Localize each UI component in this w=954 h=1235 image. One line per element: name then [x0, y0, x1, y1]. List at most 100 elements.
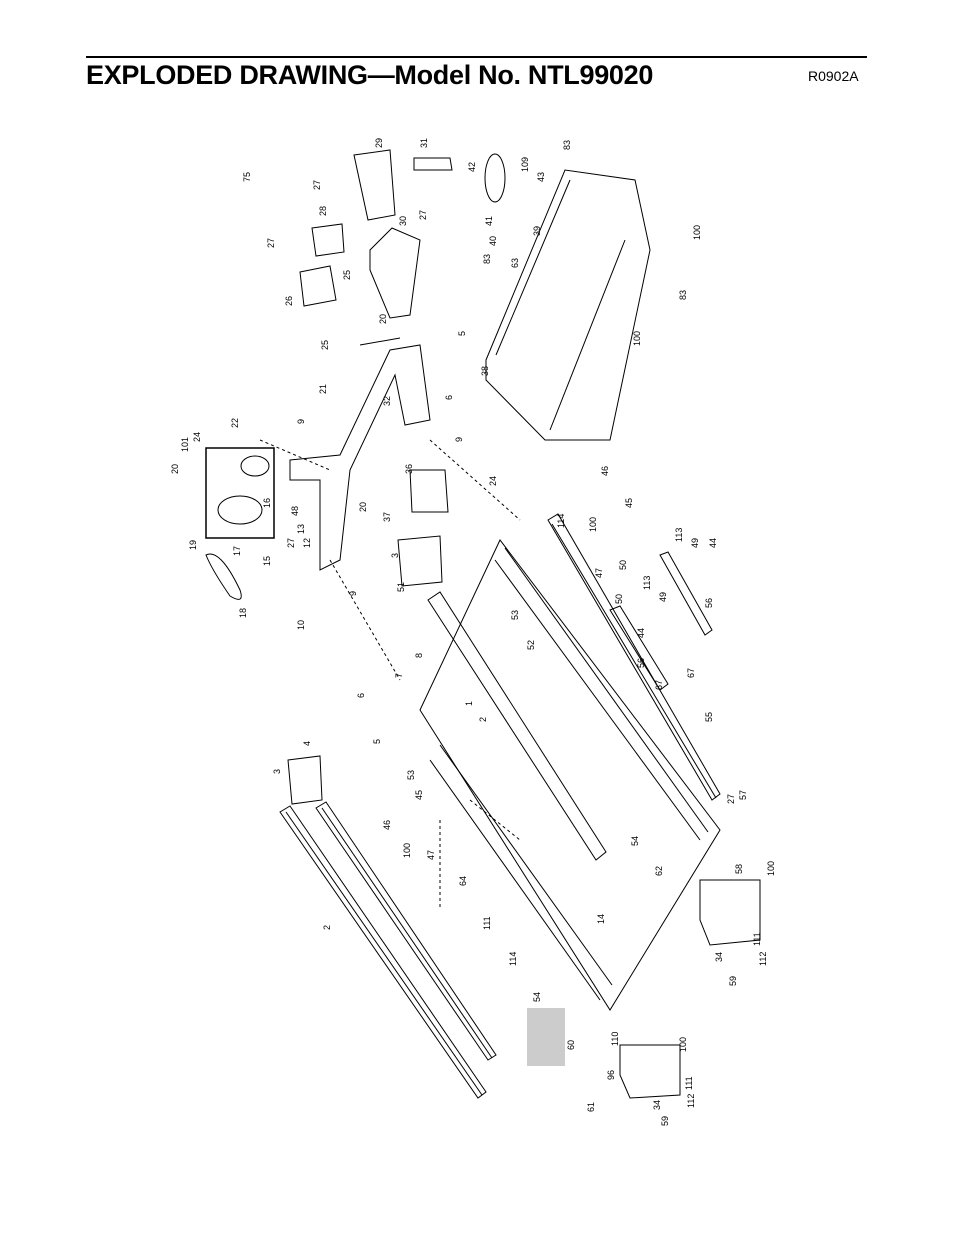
part-label: 111: [684, 1076, 694, 1090]
rear-strip: [527, 1008, 565, 1066]
motor-box: [205, 447, 275, 539]
part-label: 10: [296, 620, 306, 630]
part-label: 20: [358, 502, 368, 512]
part-label: 67: [654, 680, 664, 690]
part-label: 12: [302, 538, 312, 548]
part-label: 49: [690, 538, 700, 548]
side-rail-right: [427, 513, 721, 861]
part-label: 43: [536, 172, 546, 182]
part-label: 34: [652, 1100, 662, 1110]
part-label: 42: [467, 162, 477, 172]
part-label: 39: [532, 226, 542, 236]
side-rail-left: [279, 801, 497, 1099]
part-label: 46: [600, 466, 610, 476]
part-label: 34: [714, 952, 724, 962]
part-label: 52: [526, 640, 536, 650]
part-label: 100: [678, 1037, 688, 1052]
part-label: 48: [290, 506, 300, 516]
part-label: 55: [704, 712, 714, 722]
part-label: 7: [394, 673, 404, 678]
part-label: 27: [286, 538, 296, 548]
part-label: 111: [752, 932, 762, 946]
drawing-code: R0902A: [808, 68, 859, 84]
part-label: 49: [658, 592, 668, 602]
treadmill-frame: [419, 539, 721, 1011]
part-label: 41: [484, 216, 494, 226]
part-label: 20: [170, 464, 180, 474]
part-label: 110: [610, 1032, 620, 1046]
part-label: 3: [390, 553, 400, 558]
part-label: 56: [636, 658, 646, 668]
part-label: 40: [488, 236, 498, 246]
part-label: 112: [758, 952, 768, 966]
part-label: 44: [708, 538, 718, 548]
part-label: 27: [266, 238, 276, 248]
part-label: 83: [678, 290, 688, 300]
part-label: 16: [262, 498, 272, 508]
part-label: 83: [562, 140, 572, 150]
part-label: 2: [478, 717, 488, 722]
part-label: 45: [414, 790, 424, 800]
part-label: 30: [398, 216, 408, 226]
header-rule: [86, 56, 867, 58]
part-label: 59: [660, 1116, 670, 1126]
part-label: 75: [242, 172, 252, 182]
part-label: 47: [426, 850, 436, 860]
part-label: 25: [342, 270, 352, 280]
part-label: 96: [606, 1070, 616, 1080]
part-label: 61: [586, 1102, 596, 1112]
part-label: 47: [594, 568, 604, 578]
power-cord: [484, 153, 506, 203]
part-label: 25: [320, 340, 330, 350]
part-label: 27: [312, 180, 322, 190]
part-label: 51: [396, 582, 406, 592]
part-label: 114: [508, 952, 518, 966]
part-label: 31: [419, 138, 429, 148]
part-label: 17: [232, 546, 242, 556]
part-label: 111: [482, 916, 492, 930]
part-label: 9: [296, 419, 306, 424]
part-label: 60: [566, 1040, 576, 1050]
part-label: 58: [734, 864, 744, 874]
console-bracket: [353, 149, 396, 221]
page-title: EXPLODED DRAWING—Model No. NTL99020: [86, 60, 654, 90]
part-label: 114: [556, 514, 566, 528]
part-label: 15: [262, 556, 272, 566]
part-label: 6: [444, 395, 454, 400]
part-label: 27: [726, 794, 736, 804]
part-label: 5: [457, 331, 467, 336]
part-label: 18: [238, 608, 248, 618]
part-label: 46: [382, 820, 392, 830]
part-label: 21: [318, 384, 328, 394]
part-label: 109: [520, 157, 530, 172]
part-label: 101: [180, 437, 190, 452]
part-label: 44: [636, 628, 646, 638]
part-label: 14: [596, 914, 606, 924]
part-label: 45: [624, 498, 634, 508]
part-label: 100: [588, 517, 598, 532]
part-label: 50: [618, 560, 628, 570]
lift-motor: [409, 469, 449, 513]
part-label: 4: [302, 741, 312, 746]
part-label: 5: [372, 739, 382, 744]
part-label: 24: [192, 432, 202, 442]
part-label: 37: [382, 512, 392, 522]
part-label: 100: [402, 843, 412, 858]
part-label: 100: [766, 861, 776, 876]
part-label: 100: [632, 331, 642, 346]
part-label: 83: [482, 254, 492, 264]
part-label: 28: [318, 206, 328, 216]
part-label: 22: [230, 418, 240, 428]
upright-assembly: [289, 337, 431, 571]
part-label: 54: [630, 836, 640, 846]
rear-endcap-left: [619, 1044, 681, 1099]
part-label: 57: [738, 790, 748, 800]
part-label: 24: [488, 476, 498, 486]
part-label: 3: [272, 769, 282, 774]
part-label: 112: [686, 1094, 696, 1108]
part-label: 19: [188, 540, 198, 550]
part-label: 1: [464, 701, 474, 706]
part-label: 29: [374, 138, 384, 148]
part-label: 32: [382, 396, 392, 406]
